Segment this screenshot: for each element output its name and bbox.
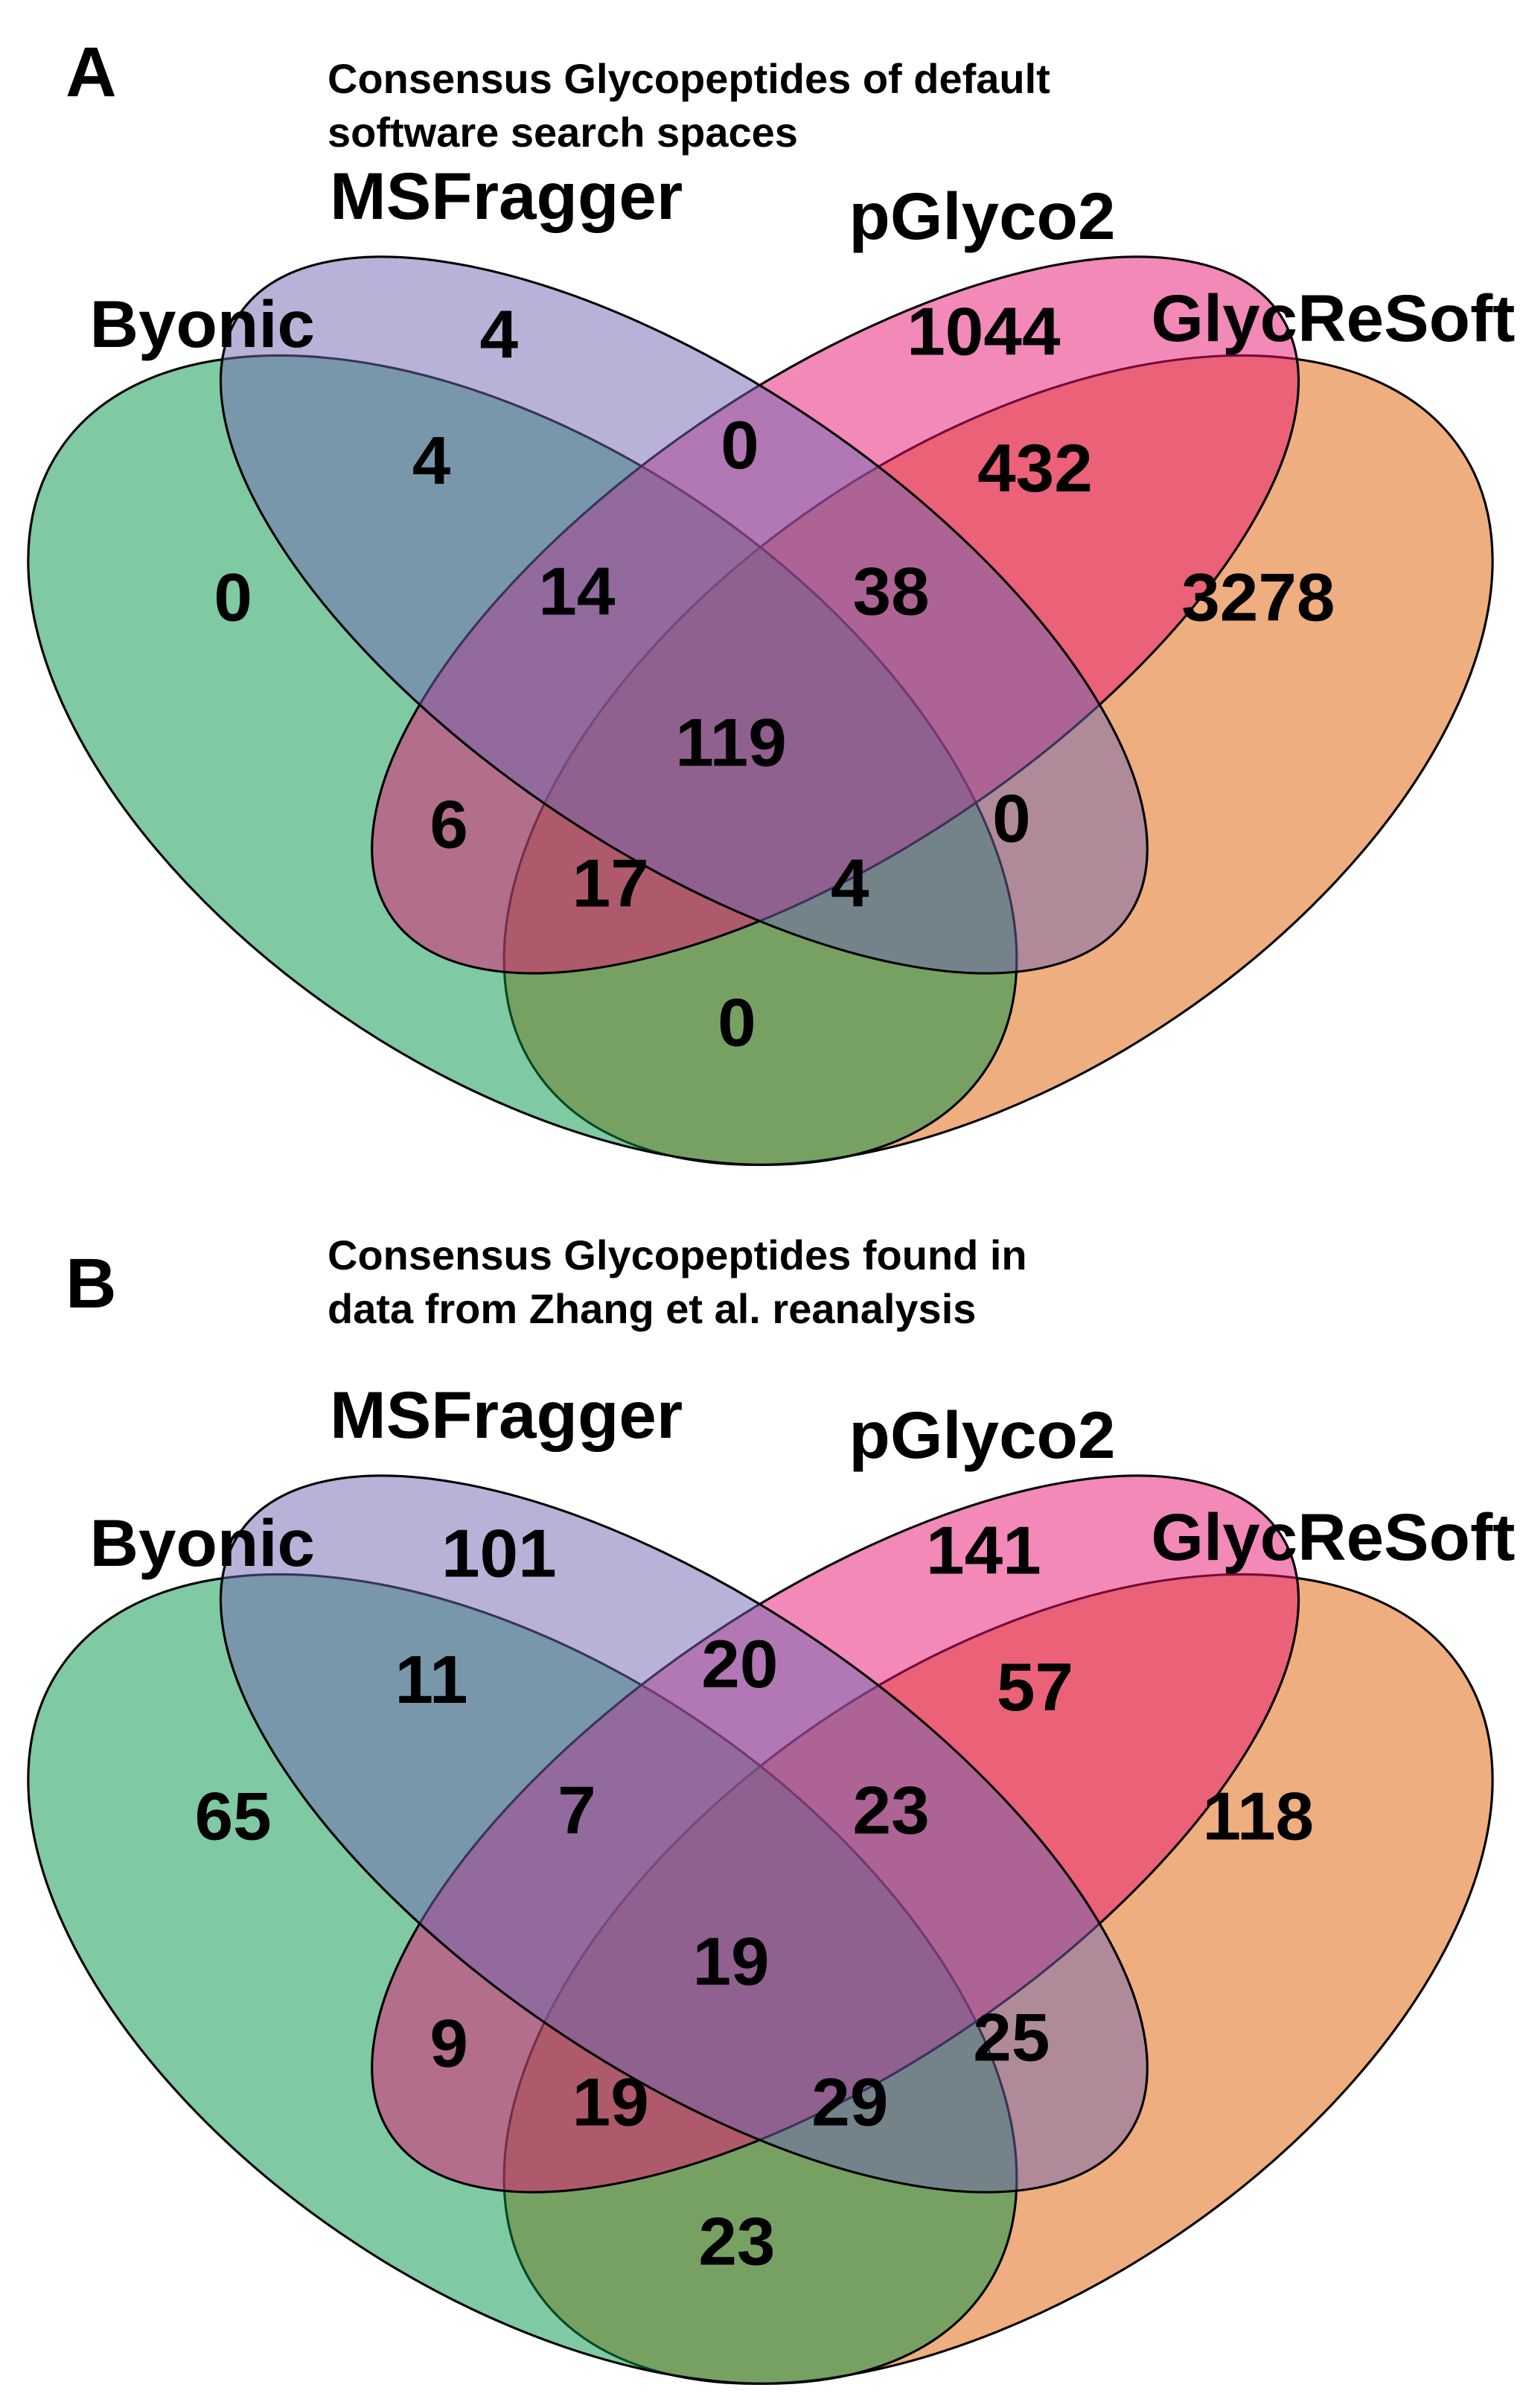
region-count-byonic-glycresoft: 0	[718, 986, 756, 1061]
set-label-byonic: Byonic	[89, 1507, 315, 1581]
region-count-byonic-msfragger-glycresoft: 29	[811, 2065, 888, 2140]
region-count-byonic-glycresoft: 23	[698, 2205, 775, 2280]
region-count-pglyco2-only: 1044	[907, 294, 1060, 369]
region-count-byonic-msfragger: 11	[395, 1643, 468, 1718]
region-count-byonic-pglyco2-glycresoft: 19	[572, 2065, 649, 2140]
region-count-msfragger-only: 101	[441, 1516, 557, 1591]
region-count-msfragger-glycresoft: 0	[992, 782, 1031, 857]
region-count-byonic-msfragger-glycresoft: 4	[831, 846, 869, 921]
panel-a-title: Consensus Glycopeptides of default softw…	[328, 52, 1050, 159]
region-count-byonic-only: 0	[214, 560, 252, 635]
set-label-glycresoft: GlycReSoft	[1151, 282, 1515, 356]
region-count-msfragger-pglyco2-glycresoft: 38	[853, 555, 930, 630]
region-count-byonic-msfragger-pglyco2: 7	[558, 1774, 596, 1849]
region-count-byonic-msfragger-pglyco2: 14	[538, 555, 615, 630]
set-label-msfragger: MSFragger	[330, 1379, 683, 1453]
region-count-msfragger-pglyco2-glycresoft: 23	[853, 1774, 930, 1849]
region-count-msfragger-pglyco2: 20	[701, 1627, 778, 1702]
panel-a-title-line1: Consensus Glycopeptides of default	[328, 55, 1050, 102]
venn-diagram-b: Byonic MSFragger pGlyco2 GlycReSoft 65 1…	[27, 1379, 1516, 2385]
panel-b-title: Consensus Glycopeptides found in data fr…	[328, 1229, 1027, 1336]
panel-b-title-line1: Consensus Glycopeptides found in	[328, 1232, 1027, 1278]
region-count-msfragger-glycresoft: 25	[973, 2001, 1050, 2076]
ellipse-msfragger	[219, 255, 1149, 975]
set-label-byonic: Byonic	[89, 288, 315, 362]
region-count-msfragger-pglyco2: 0	[721, 408, 759, 483]
panel-b-title-line2: data from Zhang et al. reanalysis	[328, 1285, 977, 1332]
region-count-all-four: 119	[675, 705, 787, 780]
region-count-byonic-pglyco2: 6	[430, 787, 468, 862]
region-count-byonic-pglyco2: 9	[430, 2006, 468, 2081]
region-count-pglyco2-glycresoft: 57	[997, 1650, 1073, 1725]
region-count-pglyco2-only: 141	[926, 1513, 1041, 1588]
region-count-glycresoft-only: 3278	[1181, 560, 1335, 635]
region-count-msfragger-only: 4	[480, 297, 519, 372]
region-count-byonic-msfragger: 4	[412, 424, 451, 499]
ellipse-msfragger	[219, 1474, 1149, 2194]
set-label-msfragger: MSFragger	[330, 160, 683, 234]
set-label-glycresoft: GlycReSoft	[1151, 1501, 1515, 1575]
set-label-pglyco2: pGlyco2	[849, 1399, 1115, 1473]
panel-b-letter: B	[66, 1244, 117, 1323]
region-count-pglyco2-glycresoft: 432	[977, 431, 1093, 506]
region-count-all-four: 19	[692, 1924, 769, 1999]
panel-a-title-line2: software search spaces	[328, 109, 798, 156]
set-label-pglyco2: pGlyco2	[849, 180, 1115, 254]
region-count-glycresoft-only: 118	[1203, 1779, 1315, 1854]
region-count-byonic-pglyco2-glycresoft: 17	[572, 846, 649, 921]
venn-diagram-a: Byonic MSFragger pGlyco2 GlycReSoft 0 4 …	[27, 160, 1516, 1166]
region-count-byonic-only: 65	[195, 1779, 272, 1854]
panel-a-letter: A	[66, 33, 117, 112]
